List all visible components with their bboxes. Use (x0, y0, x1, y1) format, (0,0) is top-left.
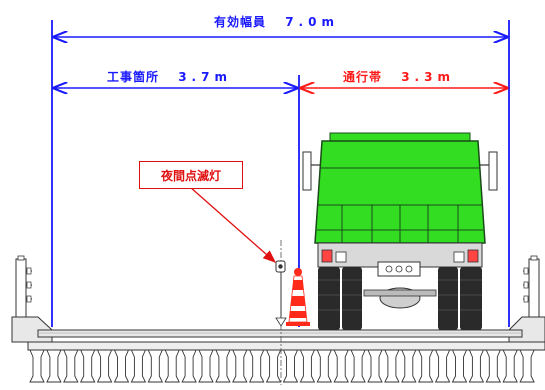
girder (198, 349, 214, 383)
right-railing (523, 255, 540, 318)
girder (367, 349, 383, 383)
girder (451, 349, 468, 383)
flashing-lamp-callout: 夜間点滅灯 (139, 161, 243, 189)
girder (265, 349, 282, 383)
total-width-text: 有効幅員 (214, 15, 267, 29)
road-deck (11, 316, 545, 383)
girder (333, 349, 349, 383)
girder (485, 349, 502, 383)
dump-truck (302, 132, 498, 330)
girder (181, 349, 197, 383)
traffic-lane-text: 通行帯 (343, 70, 383, 84)
girder (350, 349, 366, 383)
flashing-lamp (275, 260, 286, 318)
girder (282, 349, 299, 383)
girder (434, 349, 451, 383)
traffic-lane-value: 3.3m (401, 70, 455, 84)
total-width-label: 有効幅員 7.0m (214, 13, 339, 30)
girder (519, 349, 535, 383)
girder (384, 349, 400, 383)
girder (401, 349, 417, 383)
girder (130, 349, 147, 383)
flashing-lamp-label: 夜間点滅灯 (160, 168, 221, 183)
girder (417, 349, 434, 383)
girder (316, 349, 333, 383)
girder (299, 349, 316, 383)
girder (63, 349, 79, 383)
bridge-girders (29, 349, 535, 383)
girder (468, 349, 485, 383)
traffic-cone (286, 268, 310, 326)
girder (164, 349, 180, 383)
girder (79, 349, 96, 383)
girder (232, 349, 248, 383)
center-mark (275, 317, 287, 327)
work-area-text: 工事箇所 (107, 70, 160, 84)
girder (248, 349, 265, 383)
girder (502, 349, 518, 383)
girder (46, 349, 62, 383)
traffic-lane-label: 通行帯 3.3m (343, 68, 455, 85)
left-railing (15, 255, 32, 318)
girder (96, 349, 113, 383)
girder (147, 349, 164, 383)
work-area-label: 工事箇所 3.7m (107, 68, 232, 85)
girder (29, 349, 45, 383)
work-area-value: 3.7m (178, 70, 232, 84)
callout-arrow (189, 186, 276, 263)
girder (113, 349, 130, 383)
girder (215, 349, 231, 383)
total-width-value: 7.0m (285, 15, 339, 29)
